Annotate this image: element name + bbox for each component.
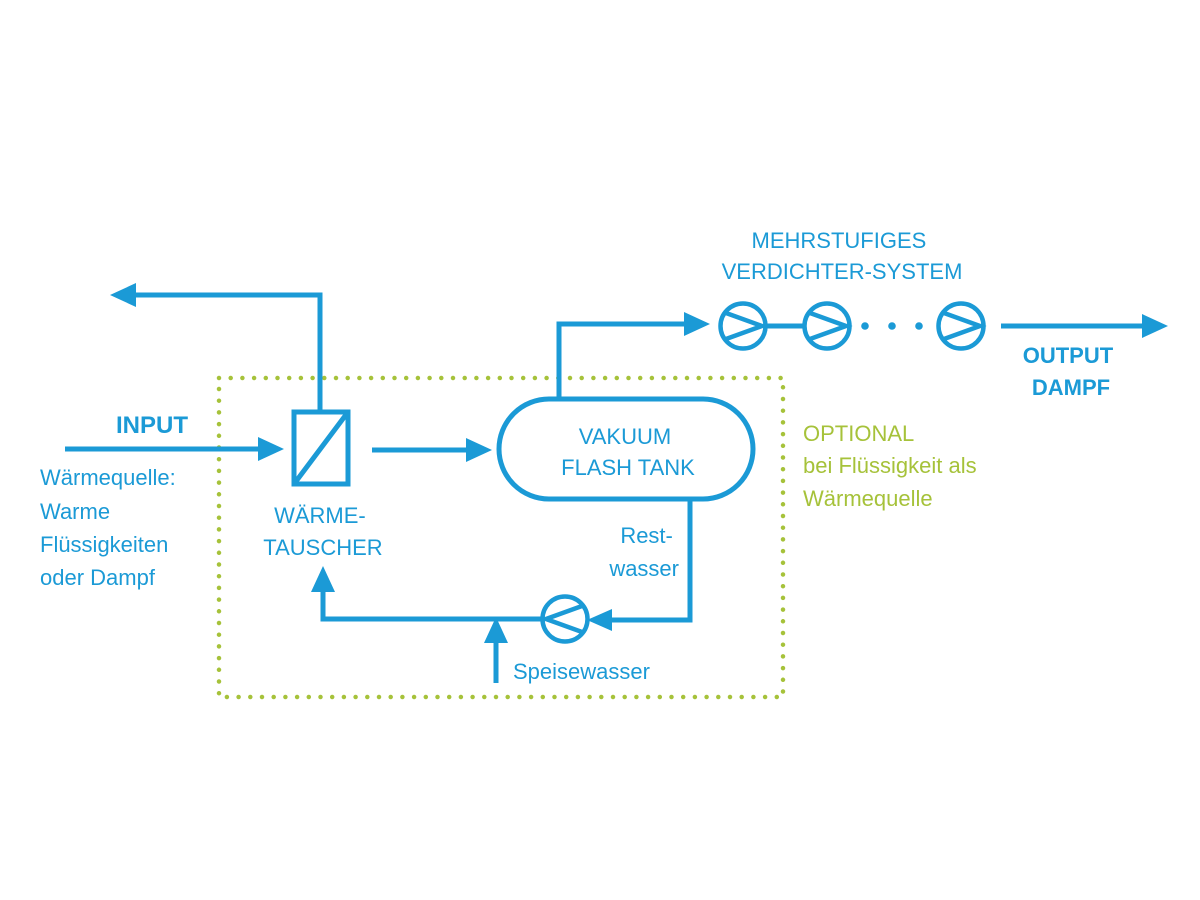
heat-exchanger-icon — [291, 409, 351, 487]
compressor-system-label: MEHRSTUFIGES VERDICHTER-SYSTEM — [722, 228, 963, 284]
heat-exchanger-label: WÄRME- TAUSCHER — [263, 503, 382, 560]
feed-water-label: Speisewasser — [513, 659, 650, 684]
heat-source-line-1: Wärmequelle: — [40, 465, 176, 490]
optional-line-1: OPTIONAL — [803, 421, 914, 446]
rest-water-arrow-head — [587, 609, 612, 631]
optional-label: OPTIONAL bei Flüssigkeit als Wärmequelle — [803, 421, 983, 511]
continuation-dot — [915, 322, 923, 330]
rest-water-line — [610, 499, 693, 623]
flash-tank-line-1: VAKUUM — [579, 424, 672, 449]
rest-water-line-2: wasser — [608, 556, 679, 581]
feed-water-arrow-head — [484, 617, 508, 643]
return-arrow-head — [110, 283, 136, 307]
tank-to-compressor-head — [684, 312, 710, 336]
pump-icon — [543, 597, 588, 642]
pump-to-exchanger-line — [320, 590, 543, 622]
flash-tank-icon — [496, 396, 756, 502]
flash-tank-line-2: FLASH TANK — [561, 455, 695, 480]
continuation-dot — [888, 322, 896, 330]
rest-water-line-1: Rest- — [620, 523, 673, 548]
optional-line-2: bei Flüssigkeit als — [803, 453, 977, 478]
output-line-2: DAMPF — [1032, 375, 1110, 400]
heat-source-line-4: oder Dampf — [40, 565, 156, 590]
output-arrow-head — [1142, 314, 1168, 338]
continuation-dot — [861, 322, 869, 330]
heat-source-line-2: Warme — [40, 499, 110, 524]
compressor-icon — [721, 304, 766, 349]
heat-exchanger-line-1: WÄRME- — [274, 503, 366, 528]
compressor-icon — [939, 304, 984, 349]
exchanger-to-tank-head — [466, 438, 492, 462]
pump-to-exchanger-head — [311, 566, 335, 592]
rest-water-label: Rest- wasser — [608, 523, 679, 581]
heat-source-line-3: Flüssigkeiten — [40, 532, 168, 557]
output-line-1: OUTPUT — [1023, 343, 1114, 368]
heat-source-label: Wärmequelle: Warme Flüssigkeiten oder Da… — [40, 465, 182, 590]
compressor-icon — [805, 304, 850, 349]
flash-tank-label: VAKUUM FLASH TANK — [561, 424, 695, 480]
optional-boundary — [216, 375, 786, 700]
output-label: OUTPUT DAMPF — [1023, 343, 1120, 400]
compressor-system-line-1: MEHRSTUFIGES — [752, 228, 927, 253]
input-title: INPUT — [116, 412, 188, 439]
input-arrow-head — [258, 437, 284, 461]
optional-line-3: Wärmequelle — [803, 486, 933, 511]
return-line — [135, 292, 323, 410]
compressor-system-line-2: VERDICHTER-SYSTEM — [722, 259, 963, 284]
tank-to-compressor-line — [556, 321, 688, 399]
heat-exchanger-line-2: TAUSCHER — [263, 535, 382, 560]
